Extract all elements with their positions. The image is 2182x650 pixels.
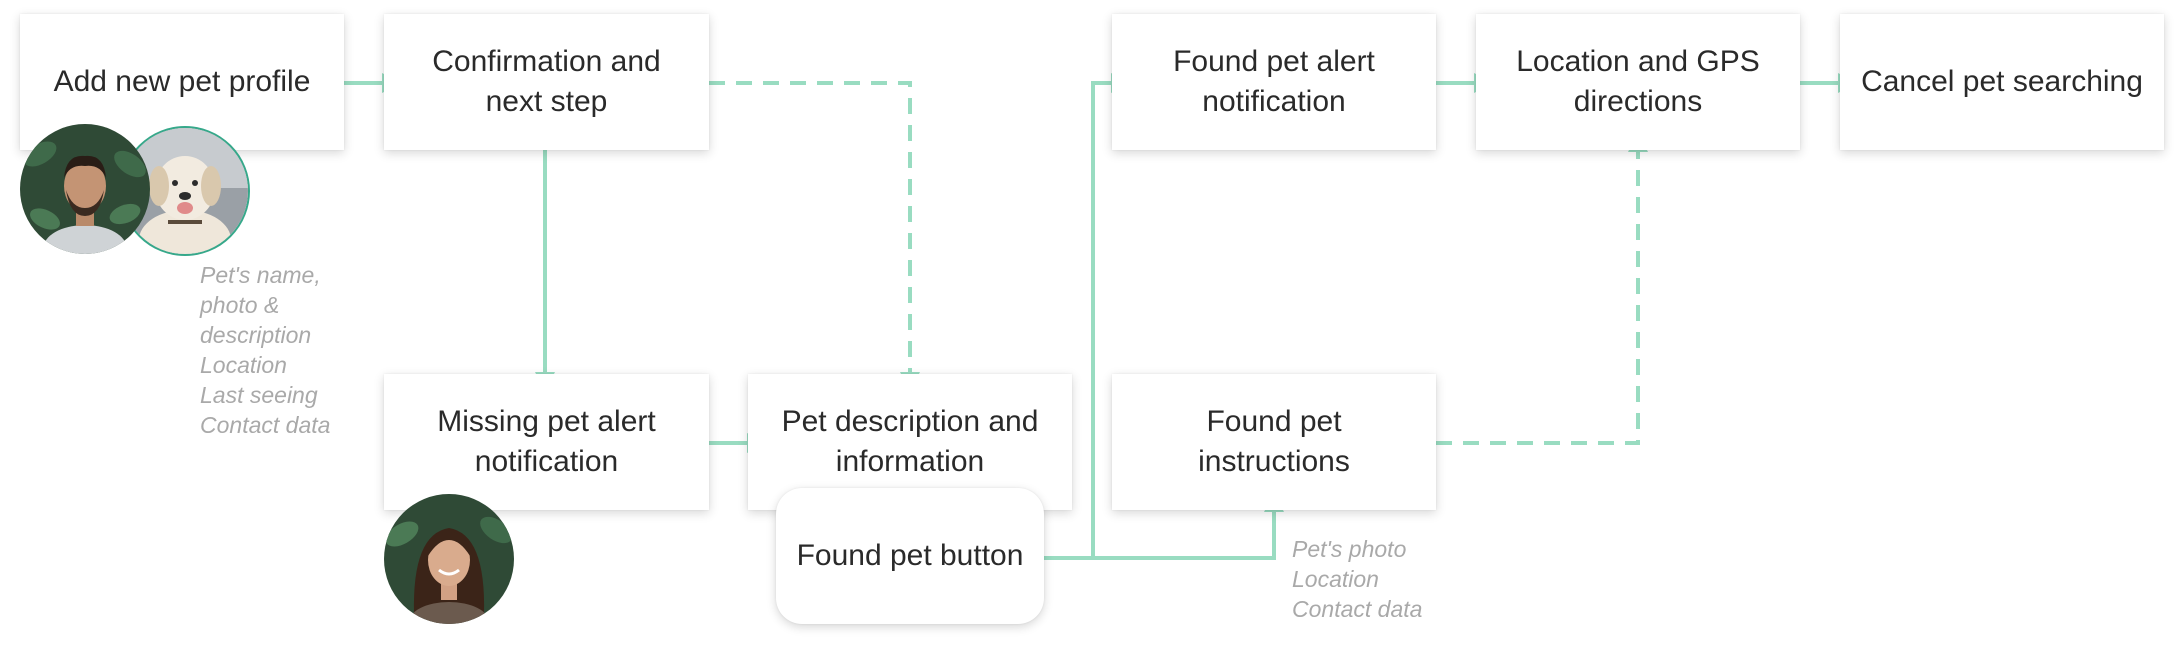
found-pet-button[interactable]: Found pet button bbox=[776, 488, 1044, 624]
note-line: photo & bbox=[200, 292, 280, 318]
note-line: Last seeing bbox=[200, 382, 318, 408]
note-line: Location bbox=[1292, 566, 1379, 592]
missing-alert-label: Missing pet alert notification bbox=[437, 405, 656, 478]
note-line: Location bbox=[200, 352, 287, 378]
connector-instructions-to-location bbox=[1436, 150, 1640, 445]
location-gps-box: Location and GPS directions bbox=[1476, 14, 1800, 150]
pet-description-box: Pet description and information bbox=[748, 374, 1072, 510]
found-instructions-box: Found pet instructions bbox=[1112, 374, 1436, 510]
found-pet-button-label: Found pet button bbox=[796, 539, 1024, 572]
connector-button-to-found-alert bbox=[1044, 81, 1113, 560]
finder-avatar bbox=[384, 494, 514, 624]
cancel-searching-box: Cancel pet searching bbox=[1840, 14, 2164, 150]
cancel-searching-label: Cancel pet searching bbox=[1861, 65, 2143, 98]
owner-avatar bbox=[20, 124, 150, 254]
confirmation-label: Confirmation and next step bbox=[432, 45, 661, 118]
note-line: Contact data bbox=[200, 412, 331, 438]
confirmation-box: Confirmation and next step bbox=[384, 14, 709, 150]
found-fields-note: Pet's photo Location Contact data bbox=[1292, 534, 1422, 624]
found-alert-box: Found pet alert notification bbox=[1112, 14, 1436, 150]
note-line: Contact data bbox=[1292, 596, 1423, 622]
found-alert-label: Found pet alert notification bbox=[1173, 45, 1375, 118]
note-line: description bbox=[200, 322, 312, 348]
connector-button-to-instructions bbox=[1093, 510, 1276, 560]
found-instructions-label: Found pet instructions bbox=[1198, 405, 1350, 478]
pet-description-label: Pet description and information bbox=[781, 405, 1039, 478]
add-pet-profile-label: Add new pet profile bbox=[53, 65, 311, 98]
connector-confirmation-to-description bbox=[709, 81, 912, 374]
location-gps-label: Location and GPS directions bbox=[1516, 45, 1760, 118]
note-line: Pet's photo bbox=[1292, 536, 1407, 562]
missing-alert-box: Missing pet alert notification bbox=[384, 374, 709, 510]
note-line: Pet's name, bbox=[200, 262, 321, 288]
profile-fields-note: Pet's name, photo & description Location… bbox=[200, 260, 330, 440]
